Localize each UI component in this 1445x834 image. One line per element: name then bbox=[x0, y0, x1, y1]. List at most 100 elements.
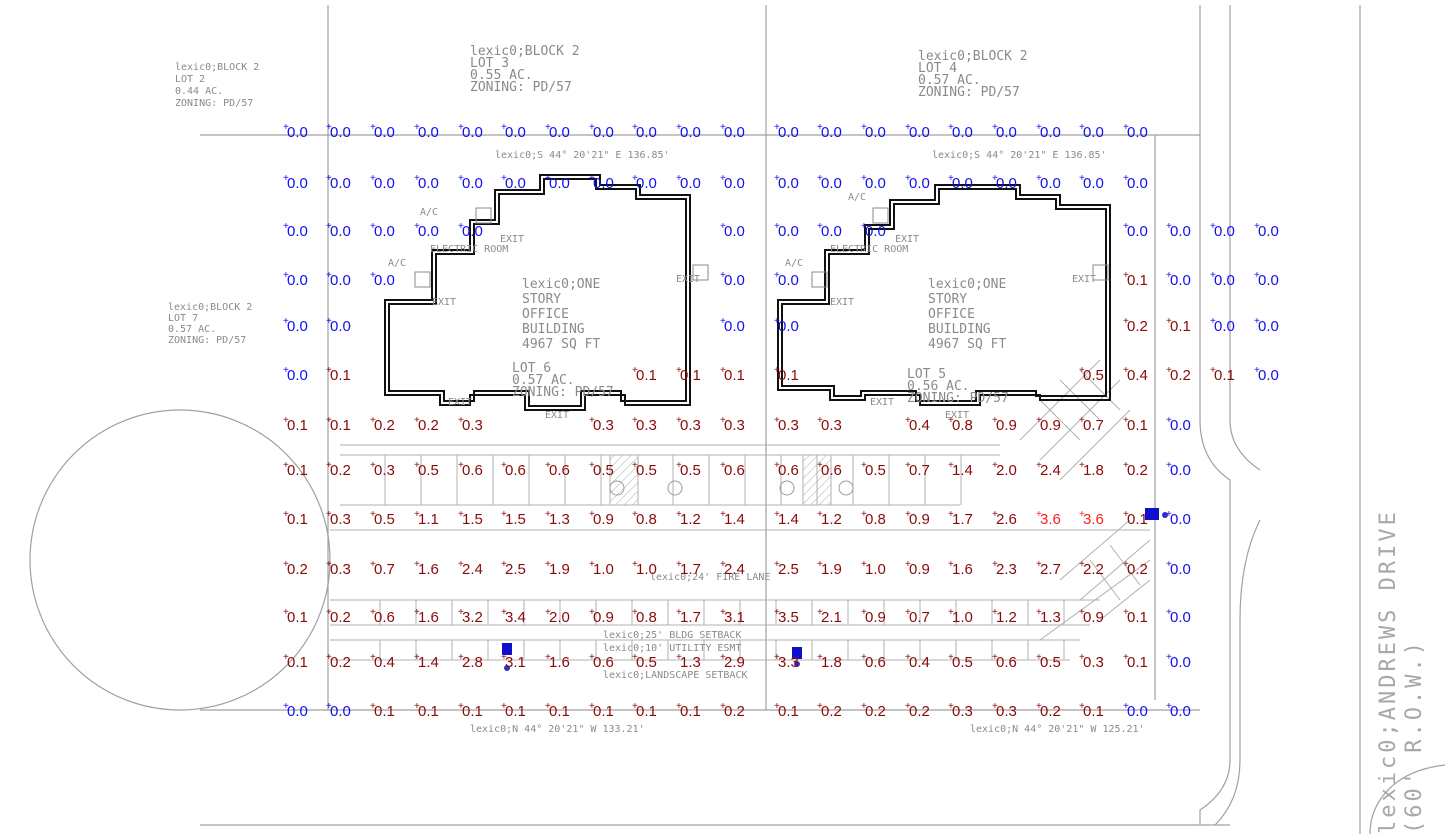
illuminance-value: 0.0 bbox=[287, 318, 308, 335]
illuminance-value: 0.0 bbox=[1258, 272, 1279, 289]
grid-point-marker: + bbox=[458, 701, 464, 712]
grid-point-marker: + bbox=[1254, 221, 1260, 232]
grid-point-marker: + bbox=[1079, 509, 1085, 520]
grid-point-marker: + bbox=[458, 122, 464, 133]
illuminance-value: 1.2 bbox=[680, 511, 701, 528]
illuminance-value: 0.0 bbox=[636, 124, 657, 141]
grid-point-marker: + bbox=[283, 221, 289, 232]
grid-point-marker: + bbox=[1036, 559, 1042, 570]
grid-point-marker: + bbox=[774, 509, 780, 520]
cad-label: EXIT bbox=[545, 410, 569, 421]
illuminance-value: 0.8 bbox=[952, 417, 973, 434]
grid-point-marker: + bbox=[283, 701, 289, 712]
illuminance-value: 0.0 bbox=[1083, 175, 1104, 192]
illuminance-value: 0.5 bbox=[374, 511, 395, 528]
grid-point-marker: + bbox=[1123, 701, 1129, 712]
grid-point-marker: + bbox=[414, 559, 420, 570]
illuminance-value: 0.0 bbox=[1083, 124, 1104, 141]
grid-point-marker: + bbox=[720, 270, 726, 281]
grid-point-marker: + bbox=[326, 415, 332, 426]
illuminance-value: 0.5 bbox=[636, 462, 657, 479]
cad-text-line: lexic0;BLOCK 2 bbox=[470, 44, 580, 59]
grid-point-marker: + bbox=[589, 460, 595, 471]
illuminance-value: 0.1 bbox=[1083, 703, 1104, 720]
illuminance-value: 0.2 bbox=[330, 462, 351, 479]
illuminance-value: 3.4 bbox=[505, 609, 526, 626]
cad-text-line: LOT 7 bbox=[168, 313, 198, 324]
grid-point-marker: + bbox=[545, 509, 551, 520]
illuminance-value: 0.0 bbox=[724, 318, 745, 335]
illuminance-value: 0.1 bbox=[287, 511, 308, 528]
grid-point-marker: + bbox=[1036, 652, 1042, 663]
grid-point-marker: + bbox=[501, 460, 507, 471]
grid-point-marker: + bbox=[1123, 316, 1129, 327]
grid-point-marker: + bbox=[326, 652, 332, 663]
grid-point-marker: + bbox=[905, 460, 911, 471]
cad-text-line: STORY bbox=[928, 292, 967, 307]
grid-point-marker: + bbox=[458, 460, 464, 471]
illuminance-value: 2.8 bbox=[462, 654, 483, 671]
grid-point-marker: + bbox=[501, 122, 507, 133]
cad-label: lexic0;N 44° 20'21" W 125.21' bbox=[970, 724, 1145, 735]
grid-point-marker: + bbox=[370, 559, 376, 570]
illuminance-value: 0.0 bbox=[374, 175, 395, 192]
grid-point-marker: + bbox=[458, 559, 464, 570]
grid-point-marker: + bbox=[589, 607, 595, 618]
grid-point-marker: + bbox=[283, 316, 289, 327]
grid-point-marker: + bbox=[861, 652, 867, 663]
grid-point-marker: + bbox=[1079, 701, 1085, 712]
illuminance-value: 2.0 bbox=[996, 462, 1017, 479]
illuminance-value: 0.1 bbox=[1127, 272, 1148, 289]
illuminance-value: 2.4 bbox=[724, 561, 745, 578]
illuminance-value: 0.0 bbox=[462, 124, 483, 141]
grid-point-marker: + bbox=[1079, 652, 1085, 663]
cad-label: lexic0;S 44° 20'21" E 136.85' bbox=[495, 150, 670, 161]
illuminance-value: 0.1 bbox=[374, 703, 395, 720]
illuminance-value: 2.3 bbox=[996, 561, 1017, 578]
illuminance-value: 0.0 bbox=[287, 367, 308, 384]
grid-point-marker: + bbox=[414, 460, 420, 471]
grid-point-marker: + bbox=[861, 559, 867, 570]
grid-point-marker: + bbox=[589, 415, 595, 426]
grid-point-marker: + bbox=[676, 607, 682, 618]
grid-point-marker: + bbox=[720, 607, 726, 618]
grid-point-marker: + bbox=[458, 652, 464, 663]
illuminance-value: 0.1 bbox=[287, 654, 308, 671]
grid-point-marker: + bbox=[720, 365, 726, 376]
grid-point-marker: + bbox=[817, 221, 823, 232]
illuminance-value: 0.5 bbox=[418, 462, 439, 479]
ac-units bbox=[414, 207, 1109, 288]
grid-point-marker: + bbox=[774, 559, 780, 570]
cad-text-line: 0.57 AC. bbox=[512, 373, 575, 388]
grid-point-marker: + bbox=[1079, 460, 1085, 471]
grid-point-marker: + bbox=[948, 460, 954, 471]
illuminance-value: 0.3 bbox=[636, 417, 657, 434]
grid-point-marker: + bbox=[326, 701, 332, 712]
illuminance-value: 0.2 bbox=[330, 654, 351, 671]
illuminance-value: 0.1 bbox=[636, 703, 657, 720]
illuminance-value: 0.4 bbox=[374, 654, 395, 671]
cad-label: lexic0;24' FIRE LANE bbox=[650, 572, 770, 583]
cad-label: EXIT bbox=[830, 297, 854, 308]
grid-point-marker: + bbox=[1254, 270, 1260, 281]
cad-text-line: 0.57 AC. bbox=[918, 73, 981, 88]
illuminance-value: 3.6 bbox=[1040, 511, 1061, 528]
illuminance-value: 1.3 bbox=[680, 654, 701, 671]
grid-point-marker: + bbox=[501, 701, 507, 712]
grid-point-marker: + bbox=[326, 559, 332, 570]
illuminance-value: 0.0 bbox=[680, 175, 701, 192]
illuminance-value: 0.0 bbox=[505, 175, 526, 192]
grid-point-marker: + bbox=[370, 460, 376, 471]
illuminance-value: 0.0 bbox=[778, 272, 799, 289]
illuminance-value: 3.2 bbox=[462, 609, 483, 626]
grid-point-marker: + bbox=[817, 173, 823, 184]
illuminance-value: 0.0 bbox=[1214, 223, 1235, 240]
illuminance-value: 0.0 bbox=[1214, 318, 1235, 335]
grid-point-marker: + bbox=[861, 221, 867, 232]
illuminance-value: 0.0 bbox=[680, 124, 701, 141]
cad-label: ELECTRIC ROOM bbox=[830, 244, 908, 255]
grid-point-marker: + bbox=[817, 122, 823, 133]
grid-point-marker: + bbox=[370, 701, 376, 712]
illuminance-value: 0.0 bbox=[724, 124, 745, 141]
illuminance-value: 0.0 bbox=[1170, 272, 1191, 289]
